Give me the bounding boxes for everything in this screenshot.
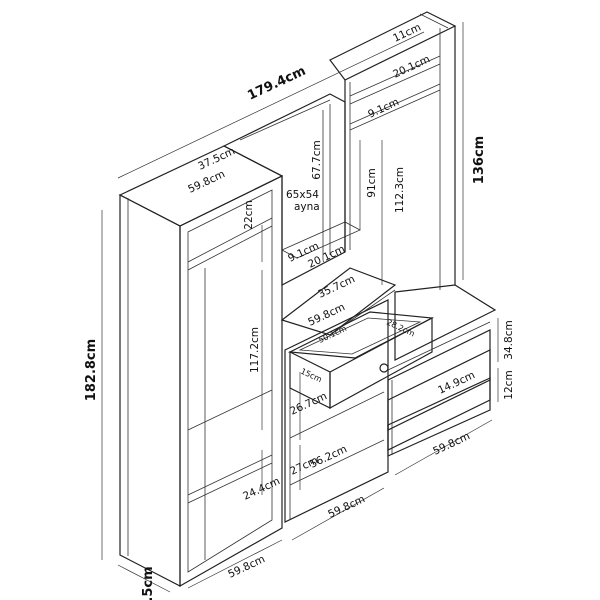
overall-height-label: 182.8cm bbox=[84, 339, 99, 401]
middle-shelf bbox=[280, 267, 397, 336]
right-rail-gap-label: 9.1cm bbox=[366, 96, 401, 121]
right-top-shelf bbox=[349, 55, 441, 97]
right-unit-height-label: 34.8cm bbox=[503, 320, 515, 359]
middle-section bbox=[222, 93, 397, 523]
right-12-label: 12cm bbox=[503, 370, 515, 399]
top-shelf-gap-label: 11cm bbox=[391, 21, 423, 44]
left-wardrobe-front bbox=[179, 175, 283, 588]
right-bottom-width-line bbox=[394, 419, 493, 476]
dimension-labels: 179.4cm 182.8cm 136cm 35.5cm 11cm 20.1cm… bbox=[84, 21, 515, 600]
right-rail bbox=[349, 83, 441, 125]
mirror-size-label: 65x54 bbox=[286, 189, 319, 201]
open-drawer bbox=[287, 311, 435, 410]
left-wardrobe-side bbox=[119, 194, 181, 587]
right-top-shelf-front bbox=[349, 63, 441, 105]
middle-bottom-width-line bbox=[291, 487, 385, 541]
depth-line bbox=[117, 564, 171, 593]
left-top-shelf-label: 22cm bbox=[243, 200, 255, 229]
left-bottom-shelf bbox=[187, 454, 273, 496]
middle-lower-shelf bbox=[289, 391, 385, 439]
overall-width-line bbox=[117, 31, 425, 179]
left-bottom-width-label: 59.8cm bbox=[226, 553, 267, 581]
left-top-shelf-front bbox=[187, 225, 273, 271]
mid-shelf-depth-label: 35.7cm bbox=[316, 273, 357, 301]
right-tall-section bbox=[329, 11, 457, 290]
middle-lower-front bbox=[284, 299, 389, 523]
right-112-label: 112.3cm bbox=[394, 167, 406, 213]
right-drawer-2 bbox=[387, 377, 491, 457]
dimension-lines bbox=[101, 13, 499, 593]
right-height-label: 136cm bbox=[472, 136, 487, 184]
left-top-shelf bbox=[187, 217, 273, 263]
right-cabinet-top bbox=[394, 284, 497, 361]
mirror-height-label: 67.7cm bbox=[311, 140, 323, 179]
left-bottom-width-line bbox=[187, 539, 283, 589]
right-91-label: 91cm bbox=[366, 168, 378, 197]
middle-bottom-shelf bbox=[289, 439, 385, 486]
drawer-side bbox=[289, 351, 331, 409]
left-interior bbox=[187, 189, 273, 573]
overall-width-label: 179.4cm bbox=[245, 64, 308, 104]
right-cabinet-lip bbox=[387, 321, 491, 371]
middle-top-panel bbox=[239, 99, 331, 141]
right-low-cabinet bbox=[387, 284, 497, 457]
depth-label: 35.5cm bbox=[141, 566, 156, 600]
left-top-width-label: 59.8cm bbox=[186, 168, 227, 196]
left-bottom-shelf-front bbox=[187, 462, 273, 504]
drawer-knob-icon bbox=[379, 363, 389, 373]
left-wardrobe-label: 117.2cm bbox=[249, 327, 261, 373]
left-24-4-label: 24.4cm bbox=[241, 475, 282, 503]
drawer-height-label: 15cm bbox=[299, 367, 323, 385]
right-depth-tick bbox=[419, 13, 449, 29]
mid-bottom-width-label: 59.8cm bbox=[326, 493, 367, 521]
right-rail-2 bbox=[349, 89, 441, 131]
left-wardrobe bbox=[118, 145, 284, 588]
left-low-shelf bbox=[187, 389, 273, 431]
mirror-word-label: ayna bbox=[294, 201, 320, 213]
drawer-inner bbox=[298, 317, 422, 355]
